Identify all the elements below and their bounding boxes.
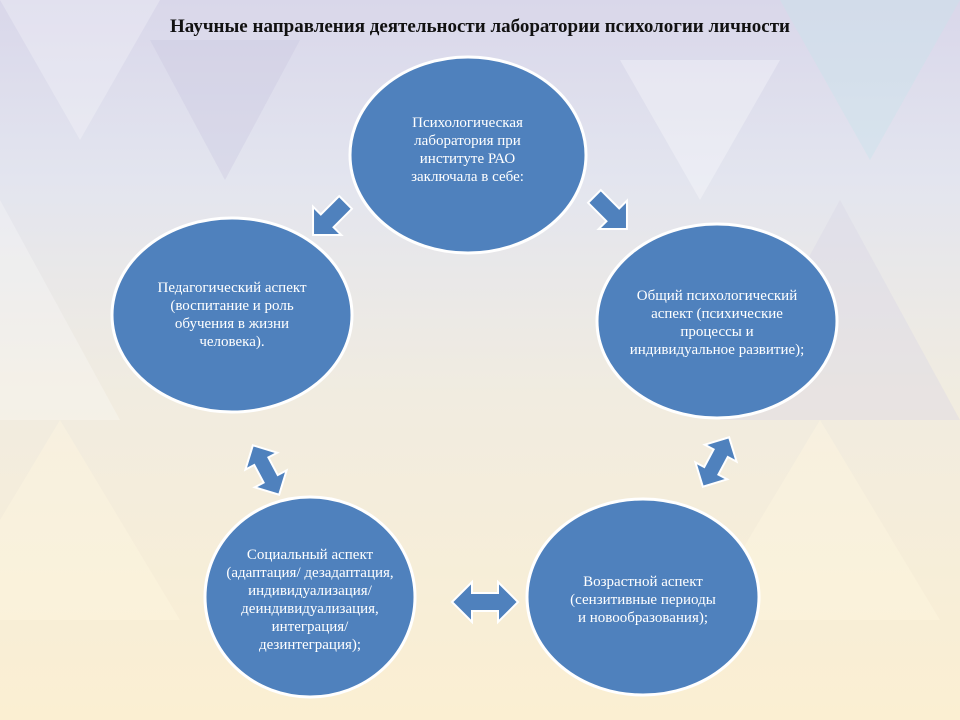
node-general [595,222,839,420]
arrow-to-pedagogical-icon [312,194,354,236]
node-age [525,497,761,697]
node-pedagogical-text: Педагогический аспект (воспитание и роль… [157,280,307,350]
node-center [348,55,588,255]
double-arrow-right-icon [693,436,739,488]
node-age-text: Возрастной аспект (сензитивные периоды и… [570,574,716,626]
node-social [203,495,417,699]
node-general-text: Общий психологический аспект (психически… [629,287,805,358]
node-social-text: Социальный аспект (адаптация/ дезадаптац… [226,547,394,653]
arrow-to-general-icon [586,188,628,230]
page-title: Научные направления деятельности лаборат… [170,16,790,37]
node-center-text: Психологическая лаборатория при институт… [411,115,524,185]
node-pedagogical [110,216,354,414]
double-arrow-bottom-icon [450,579,520,625]
double-arrow-left-icon [243,444,289,496]
